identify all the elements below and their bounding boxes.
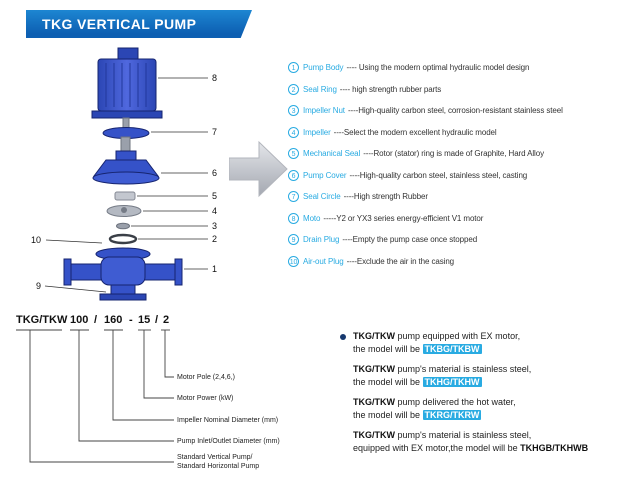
part-number-badge: 6 xyxy=(288,169,299,181)
note-line: TKG/TKW pump's material is stainless ste… xyxy=(353,430,532,440)
notes-section: TKG/TKW pump equipped with EX motor, the… xyxy=(340,330,612,462)
model-code-separator: / xyxy=(155,314,159,326)
callout-6: 6 xyxy=(212,168,217,178)
exploded-view-svg: 8 7 6 5 4 3 2 1 10 9 xyxy=(31,47,217,301)
note-line: TKG/TKW pump delivered the hot water, xyxy=(353,397,516,407)
right-arrow-icon xyxy=(228,136,289,202)
model-highlight: TKHG/TKHW xyxy=(422,377,482,387)
part-name: Pump Cover xyxy=(303,170,347,180)
callout-lines xyxy=(44,77,208,293)
note-item: TKG/TKW pump delivered the hot water, th… xyxy=(340,396,612,422)
part-name: Seal Ring xyxy=(303,84,337,94)
parts-list-item: 1 Pump Body ---- Using the modern optima… xyxy=(288,57,616,79)
callout-3: 3 xyxy=(212,221,217,231)
note-line: the model will be TKBG/TKBW xyxy=(353,344,482,354)
parts-list: 1 Pump Body ---- Using the modern optima… xyxy=(288,57,616,272)
code-label-motor-power: Motor Power (kW) xyxy=(177,395,234,402)
parts-list-item: 5 Mechanical Seal ----Rotor (stator) rin… xyxy=(288,143,616,165)
part-number-badge: 1 xyxy=(288,62,299,74)
note-item: TKG/TKW pump's material is stainless ste… xyxy=(340,429,612,455)
parts-list-item: 7 Seal Circle ----High strength Rubber xyxy=(288,186,616,208)
model-name: TKHGB/TKHWB xyxy=(520,443,589,453)
callout-9: 9 xyxy=(36,281,41,291)
part-description: ----Exclude the air in the casing xyxy=(346,256,455,266)
model-code-separator: - xyxy=(129,314,133,326)
motor-shape xyxy=(91,47,163,132)
callout-10: 10 xyxy=(31,235,41,245)
model-highlight: TKRG/TKRW xyxy=(422,410,482,420)
note-line: TKG/TKW pump's material is stainless ste… xyxy=(353,364,532,374)
model-code-segment: 15 xyxy=(138,314,151,326)
seal-ring-shape xyxy=(108,233,138,245)
callout-5: 5 xyxy=(212,191,217,201)
part-number-badge: 9 xyxy=(288,234,299,246)
part-description: ----Select the modern excellent hydrauli… xyxy=(333,127,497,137)
model-code-separator: / xyxy=(94,314,98,326)
part-description: ---- high strength rubber parts xyxy=(339,84,442,94)
code-label-inlet-outlet: Pump Inlet/Outlet Diameter (mm) xyxy=(177,438,280,445)
callout-7: 7 xyxy=(212,127,217,137)
part-name: Drain Plug xyxy=(303,235,340,245)
mechanical-seal-shape xyxy=(114,191,136,201)
parts-list-item: 8 Moto -----Y2 or YX3 series energy-effi… xyxy=(288,208,616,230)
bullet-icon xyxy=(340,334,346,340)
part-name: Mechanical Seal xyxy=(303,149,361,159)
parts-list-item: 4 Impeller ----Select the modern excelle… xyxy=(288,122,616,144)
part-description: ----High-quality carbon steel, stainless… xyxy=(349,170,528,180)
part-number-badge: 10 xyxy=(288,255,299,267)
parts-list-item: 2 Seal Ring ---- high strength rubber pa… xyxy=(288,79,616,101)
impeller-shape xyxy=(106,205,142,217)
part-name: Impeller xyxy=(303,127,331,137)
bracket-flange-shape xyxy=(102,127,150,153)
model-highlight: TKBG/TKBW xyxy=(422,344,482,354)
part-name: Seal Circle xyxy=(303,192,341,202)
model-code-segment: 2 xyxy=(163,314,170,326)
pump-body-shape xyxy=(63,247,183,301)
model-code-segment: 160 xyxy=(104,314,123,326)
part-name: Impeller Nut xyxy=(303,106,345,116)
parts-list-item: 6 Pump Cover ----High-quality carbon ste… xyxy=(288,165,616,187)
part-description: ----Empty the pump case once stopped xyxy=(342,235,478,245)
callout-4: 4 xyxy=(212,206,217,216)
parts-list-item: 3 Impeller Nut ----High-quality carbon s… xyxy=(288,100,616,122)
part-description: ----Rotor (stator) ring is made of Graph… xyxy=(363,149,544,159)
part-number-badge: 2 xyxy=(288,83,299,95)
callout-2: 2 xyxy=(212,234,217,244)
pump-exploded-diagram: 8 7 6 5 4 3 2 1 10 9 xyxy=(18,45,233,315)
model-code-lines xyxy=(16,329,174,463)
note-line: the model will be TKRG/TKRW xyxy=(353,410,482,420)
part-description: ----High-quality carbon steel, corrosion… xyxy=(347,106,563,116)
page-title: TKG VERTICAL PUMP xyxy=(42,16,197,32)
parts-list-item: 10 Air-out Plug ----Exclude the air in t… xyxy=(288,251,616,273)
parts-list-item: 9 Drain Plug ----Empty the pump case onc… xyxy=(288,229,616,251)
model-code-segment: 100 xyxy=(70,314,89,326)
part-number-badge: 5 xyxy=(288,148,299,160)
pump-cover-shape xyxy=(92,150,160,185)
note-line: the model will be TKHG/TKHW xyxy=(353,377,482,387)
callout-1: 1 xyxy=(212,264,217,274)
note-item: TKG/TKW pump equipped with EX motor, the… xyxy=(340,330,612,356)
impeller-nut-shape xyxy=(116,222,130,230)
note-line: TKG/TKW pump equipped with EX motor, xyxy=(353,331,521,341)
model-code-prefix: TKG/TKW xyxy=(16,314,68,326)
part-number-badge: 4 xyxy=(288,126,299,138)
part-number-badge: 3 xyxy=(288,105,299,117)
note-item: TKG/TKW pump's material is stainless ste… xyxy=(340,363,612,389)
title-banner: TKG VERTICAL PUMP xyxy=(26,10,252,38)
part-name: Pump Body xyxy=(303,63,344,73)
code-label-impeller-diameter: Impeller Nominal Diameter (mm) xyxy=(177,417,279,424)
callout-8: 8 xyxy=(212,73,217,83)
part-description: ---- Using the modern optimal hydraulic … xyxy=(346,63,530,73)
part-description: -----Y2 or YX3 series energy-efficient V… xyxy=(323,213,484,223)
part-number-badge: 8 xyxy=(288,212,299,224)
part-name: Air-out Plug xyxy=(303,256,344,266)
note-line: equipped with EX motor,the model will be… xyxy=(353,443,589,453)
code-label-pump-type: Standard Vertical Pump/ Standard Horizon… xyxy=(177,454,260,470)
model-code-section: TKG/TKW 100 / 160 - 15 / 2 Motor Pole (2… xyxy=(10,312,320,487)
part-number-badge: 7 xyxy=(288,191,299,203)
code-label-motor-pole: Motor Pole (2,4,6,) xyxy=(177,374,235,381)
part-name: Moto xyxy=(303,213,321,223)
part-description: ----High strength Rubber xyxy=(343,192,428,202)
